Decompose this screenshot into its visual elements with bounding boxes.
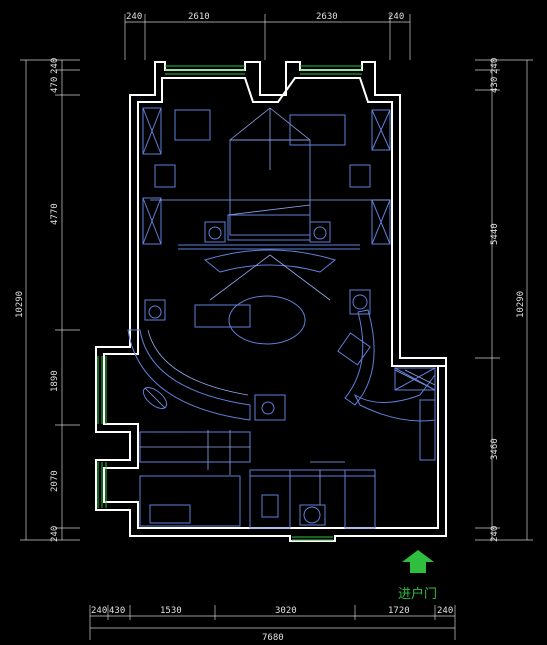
dim-right-4: 3460 — [490, 438, 500, 460]
window-left-upper — [97, 356, 107, 424]
dim-left-6: 240 — [50, 526, 60, 542]
dim-top-3: 2630 — [316, 12, 338, 22]
dim-bottom-1: 240 — [91, 606, 107, 616]
dim-bottom-4: 3020 — [275, 606, 297, 616]
dim-right-1: 240 — [490, 58, 500, 74]
entry-arrow-icon — [402, 550, 434, 573]
dim-right-3: 5440 — [490, 223, 500, 245]
dim-top-4: 240 — [388, 12, 404, 22]
outer-wall — [95, 61, 447, 542]
dim-left-4: 1890 — [50, 370, 60, 392]
furniture — [127, 107, 436, 529]
dim-right-5: 240 — [490, 526, 500, 542]
dim-left-1: 240 — [50, 58, 60, 74]
dim-bottom-2: 430 — [109, 606, 125, 616]
dim-top-1: 240 — [126, 12, 142, 22]
window-left-lower — [97, 462, 107, 508]
dim-left-2: 470 — [50, 77, 60, 93]
dim-bottom-total: 7680 — [262, 633, 284, 643]
window-top-right — [300, 65, 362, 75]
dim-right-total: 10290 — [516, 291, 526, 318]
window-top-left — [165, 65, 245, 75]
dim-left-3: 4770 — [50, 203, 60, 225]
windows — [97, 65, 362, 541]
dim-bottom-5: 1720 — [388, 606, 410, 616]
dim-bottom-3: 1530 — [160, 606, 182, 616]
walls — [95, 61, 447, 542]
entry-marker: 进户门 — [398, 550, 437, 602]
dim-bottom-6: 240 — [437, 606, 453, 616]
entry-label: 进户门 — [398, 586, 437, 602]
window-bottom — [292, 536, 333, 541]
dim-right-2: 430 — [490, 77, 500, 93]
dim-left-total: 10290 — [15, 291, 25, 318]
dim-top-2: 2610 — [188, 12, 210, 22]
dim-left-5: 2070 — [50, 470, 60, 492]
dimension-lines: 240 2610 2630 240 240 430 1530 3020 1720… — [15, 12, 533, 643]
